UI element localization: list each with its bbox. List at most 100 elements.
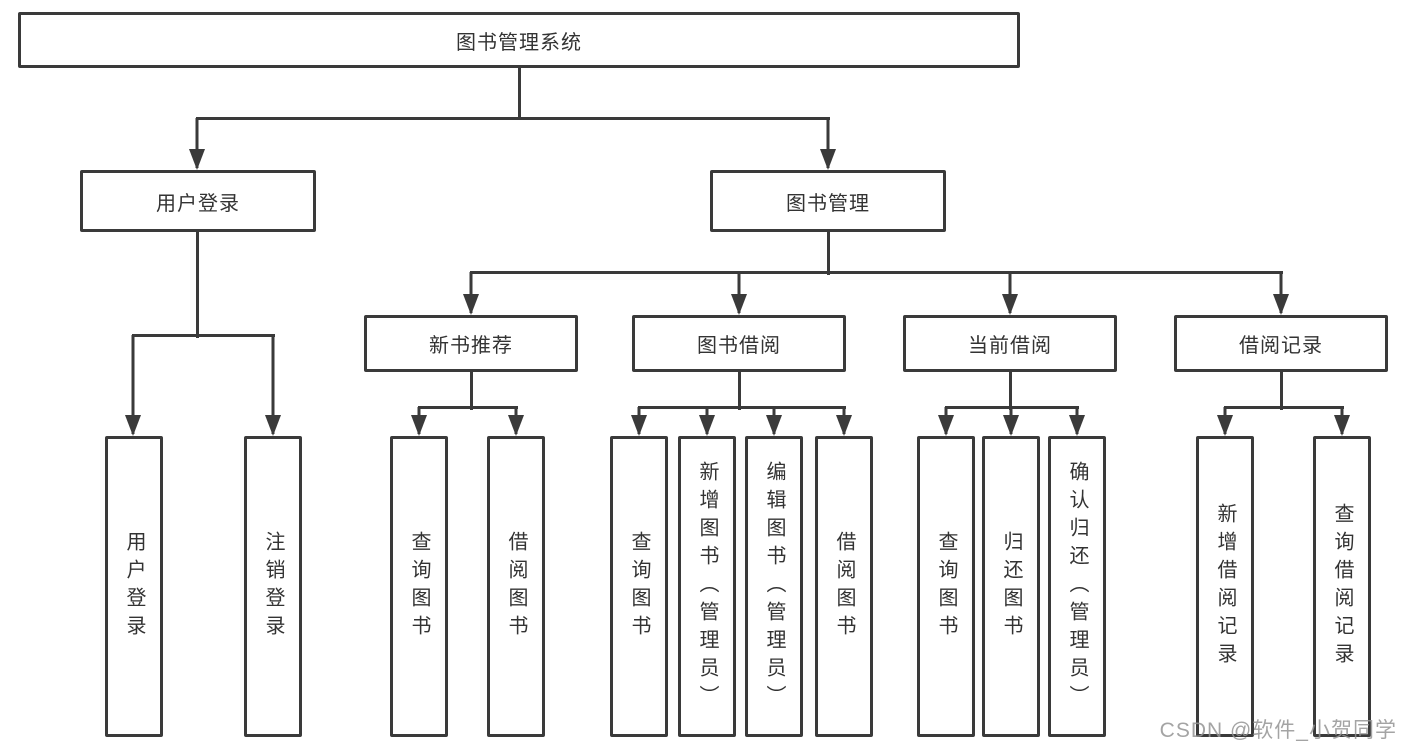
node-label-leaf-add-book-admin: 新增图书（管理员）	[696, 460, 718, 713]
connector-vline-3	[469, 372, 473, 410]
arrowhead-icon	[1334, 415, 1350, 436]
node-label-leaf-edit-book-admin: 编辑图书（管理员）	[763, 460, 785, 713]
node-label-book-management: 图书管理	[786, 192, 870, 215]
connector-vline-2	[826, 232, 830, 275]
connector-vline-5	[1008, 372, 1012, 410]
arrowhead-icon	[1217, 415, 1233, 436]
node-label-leaf-borrow-books-rec: 借阅图书	[505, 530, 527, 643]
watermark: CSDN @软件_小贺同学	[1159, 719, 1397, 742]
arrow-down-icon-1	[820, 118, 836, 170]
arrow-shaft	[1279, 272, 1283, 313]
node-label-leaf-query-books-rec: 查询图书	[408, 530, 430, 643]
connector-hline-6	[1223, 405, 1344, 409]
node-label-user-login: 用户登录	[156, 192, 240, 215]
node-label-leaf-query-books-cur: 查询图书	[935, 530, 957, 643]
node-label-book-borrowing: 图书借阅	[697, 335, 781, 357]
arrow-shaft	[469, 272, 473, 313]
arrowhead-icon	[1002, 294, 1018, 315]
arrow-down-icon-18	[1334, 407, 1350, 436]
node-new-book-recommend: 新书推荐	[364, 315, 578, 372]
connector-hline-1	[131, 333, 275, 337]
arrowhead-icon	[125, 415, 141, 436]
node-borrowing-records: 借阅记录	[1174, 315, 1388, 372]
arrow-down-icon-0	[189, 118, 205, 170]
connector-hline-2	[469, 270, 1283, 274]
arrowhead-icon	[1273, 294, 1289, 315]
node-label-leaf-add-record: 新增借阅记录	[1214, 502, 1236, 671]
connector-vline-4	[737, 372, 741, 410]
node-label-borrowing-records: 借阅记录	[1239, 335, 1323, 357]
node-label-root: 图书管理系统	[456, 31, 582, 54]
arrowhead-icon	[836, 415, 852, 436]
arrow-shaft	[271, 335, 275, 434]
node-label-leaf-user-login: 用户登录	[123, 530, 145, 643]
arrow-down-icon-17	[1217, 407, 1233, 436]
connector-hline-0	[195, 116, 830, 120]
arrow-down-icon-2	[125, 335, 141, 436]
arrow-down-icon-13	[836, 407, 852, 436]
arrow-down-icon-8	[411, 407, 427, 436]
arrow-down-icon-5	[731, 272, 747, 315]
node-label-leaf-query-record: 查询借阅记录	[1331, 502, 1353, 671]
connector-vline-6	[1279, 372, 1283, 410]
node-leaf-borrow-books-rec: 借阅图书	[487, 436, 545, 737]
node-label-leaf-borrow-books-bor: 借阅图书	[833, 530, 855, 643]
arrowhead-icon	[1069, 415, 1085, 436]
connector-hline-4	[637, 405, 846, 409]
node-leaf-query-books-bor: 查询图书	[610, 436, 668, 737]
arrowhead-icon	[731, 294, 747, 315]
node-current-borrowing: 当前借阅	[903, 315, 1117, 372]
node-leaf-confirm-return: 确认归还（管理员）	[1048, 436, 1106, 737]
node-leaf-query-record: 查询借阅记录	[1313, 436, 1371, 737]
arrow-shaft	[1008, 272, 1012, 313]
node-label-leaf-return-books: 归还图书	[1000, 530, 1022, 643]
connector-vline-0	[517, 68, 521, 120]
arrowhead-icon	[508, 415, 524, 436]
arrow-down-icon-15	[1003, 407, 1019, 436]
arrowhead-icon	[631, 415, 647, 436]
arrowhead-icon	[1003, 415, 1019, 436]
arrow-down-icon-12	[766, 407, 782, 436]
arrow-down-icon-9	[508, 407, 524, 436]
node-leaf-borrow-books-bor: 借阅图书	[815, 436, 873, 737]
node-label-leaf-confirm-return: 确认归还（管理员）	[1066, 460, 1088, 713]
arrow-down-icon-11	[699, 407, 715, 436]
node-user-login: 用户登录	[80, 170, 316, 232]
node-leaf-return-books: 归还图书	[982, 436, 1040, 737]
arrow-down-icon-14	[938, 407, 954, 436]
arrowhead-icon	[938, 415, 954, 436]
node-book-management: 图书管理	[710, 170, 946, 232]
arrow-down-icon-7	[1273, 272, 1289, 315]
node-leaf-query-books-cur: 查询图书	[917, 436, 975, 737]
arrow-shaft	[195, 118, 199, 168]
connector-hline-3	[417, 405, 518, 409]
arrowhead-icon	[189, 149, 205, 170]
node-leaf-logout: 注销登录	[244, 436, 302, 737]
arrow-down-icon-4	[463, 272, 479, 315]
arrowhead-icon	[265, 415, 281, 436]
arrow-down-icon-16	[1069, 407, 1085, 436]
node-label-new-book-recommend: 新书推荐	[429, 335, 513, 357]
arrow-down-icon-3	[265, 335, 281, 436]
node-leaf-query-books-rec: 查询图书	[390, 436, 448, 737]
arrowhead-icon	[411, 415, 427, 436]
arrowhead-icon	[699, 415, 715, 436]
node-label-leaf-query-books-bor: 查询图书	[628, 530, 650, 643]
node-label-leaf-logout: 注销登录	[262, 530, 284, 643]
arrow-down-icon-6	[1002, 272, 1018, 315]
node-root: 图书管理系统	[18, 12, 1020, 68]
node-leaf-user-login: 用户登录	[105, 436, 163, 737]
arrowhead-icon	[766, 415, 782, 436]
connector-vline-1	[195, 232, 199, 338]
arrow-shaft	[131, 335, 135, 434]
node-leaf-edit-book-admin: 编辑图书（管理员）	[745, 436, 803, 737]
node-leaf-add-book-admin: 新增图书（管理员）	[678, 436, 736, 737]
arrowhead-icon	[820, 149, 836, 170]
arrowhead-icon	[463, 294, 479, 315]
node-leaf-add-record: 新增借阅记录	[1196, 436, 1254, 737]
arrow-down-icon-10	[631, 407, 647, 436]
arrow-shaft	[737, 272, 741, 313]
node-label-current-borrowing: 当前借阅	[968, 335, 1052, 357]
arrow-shaft	[826, 118, 830, 168]
